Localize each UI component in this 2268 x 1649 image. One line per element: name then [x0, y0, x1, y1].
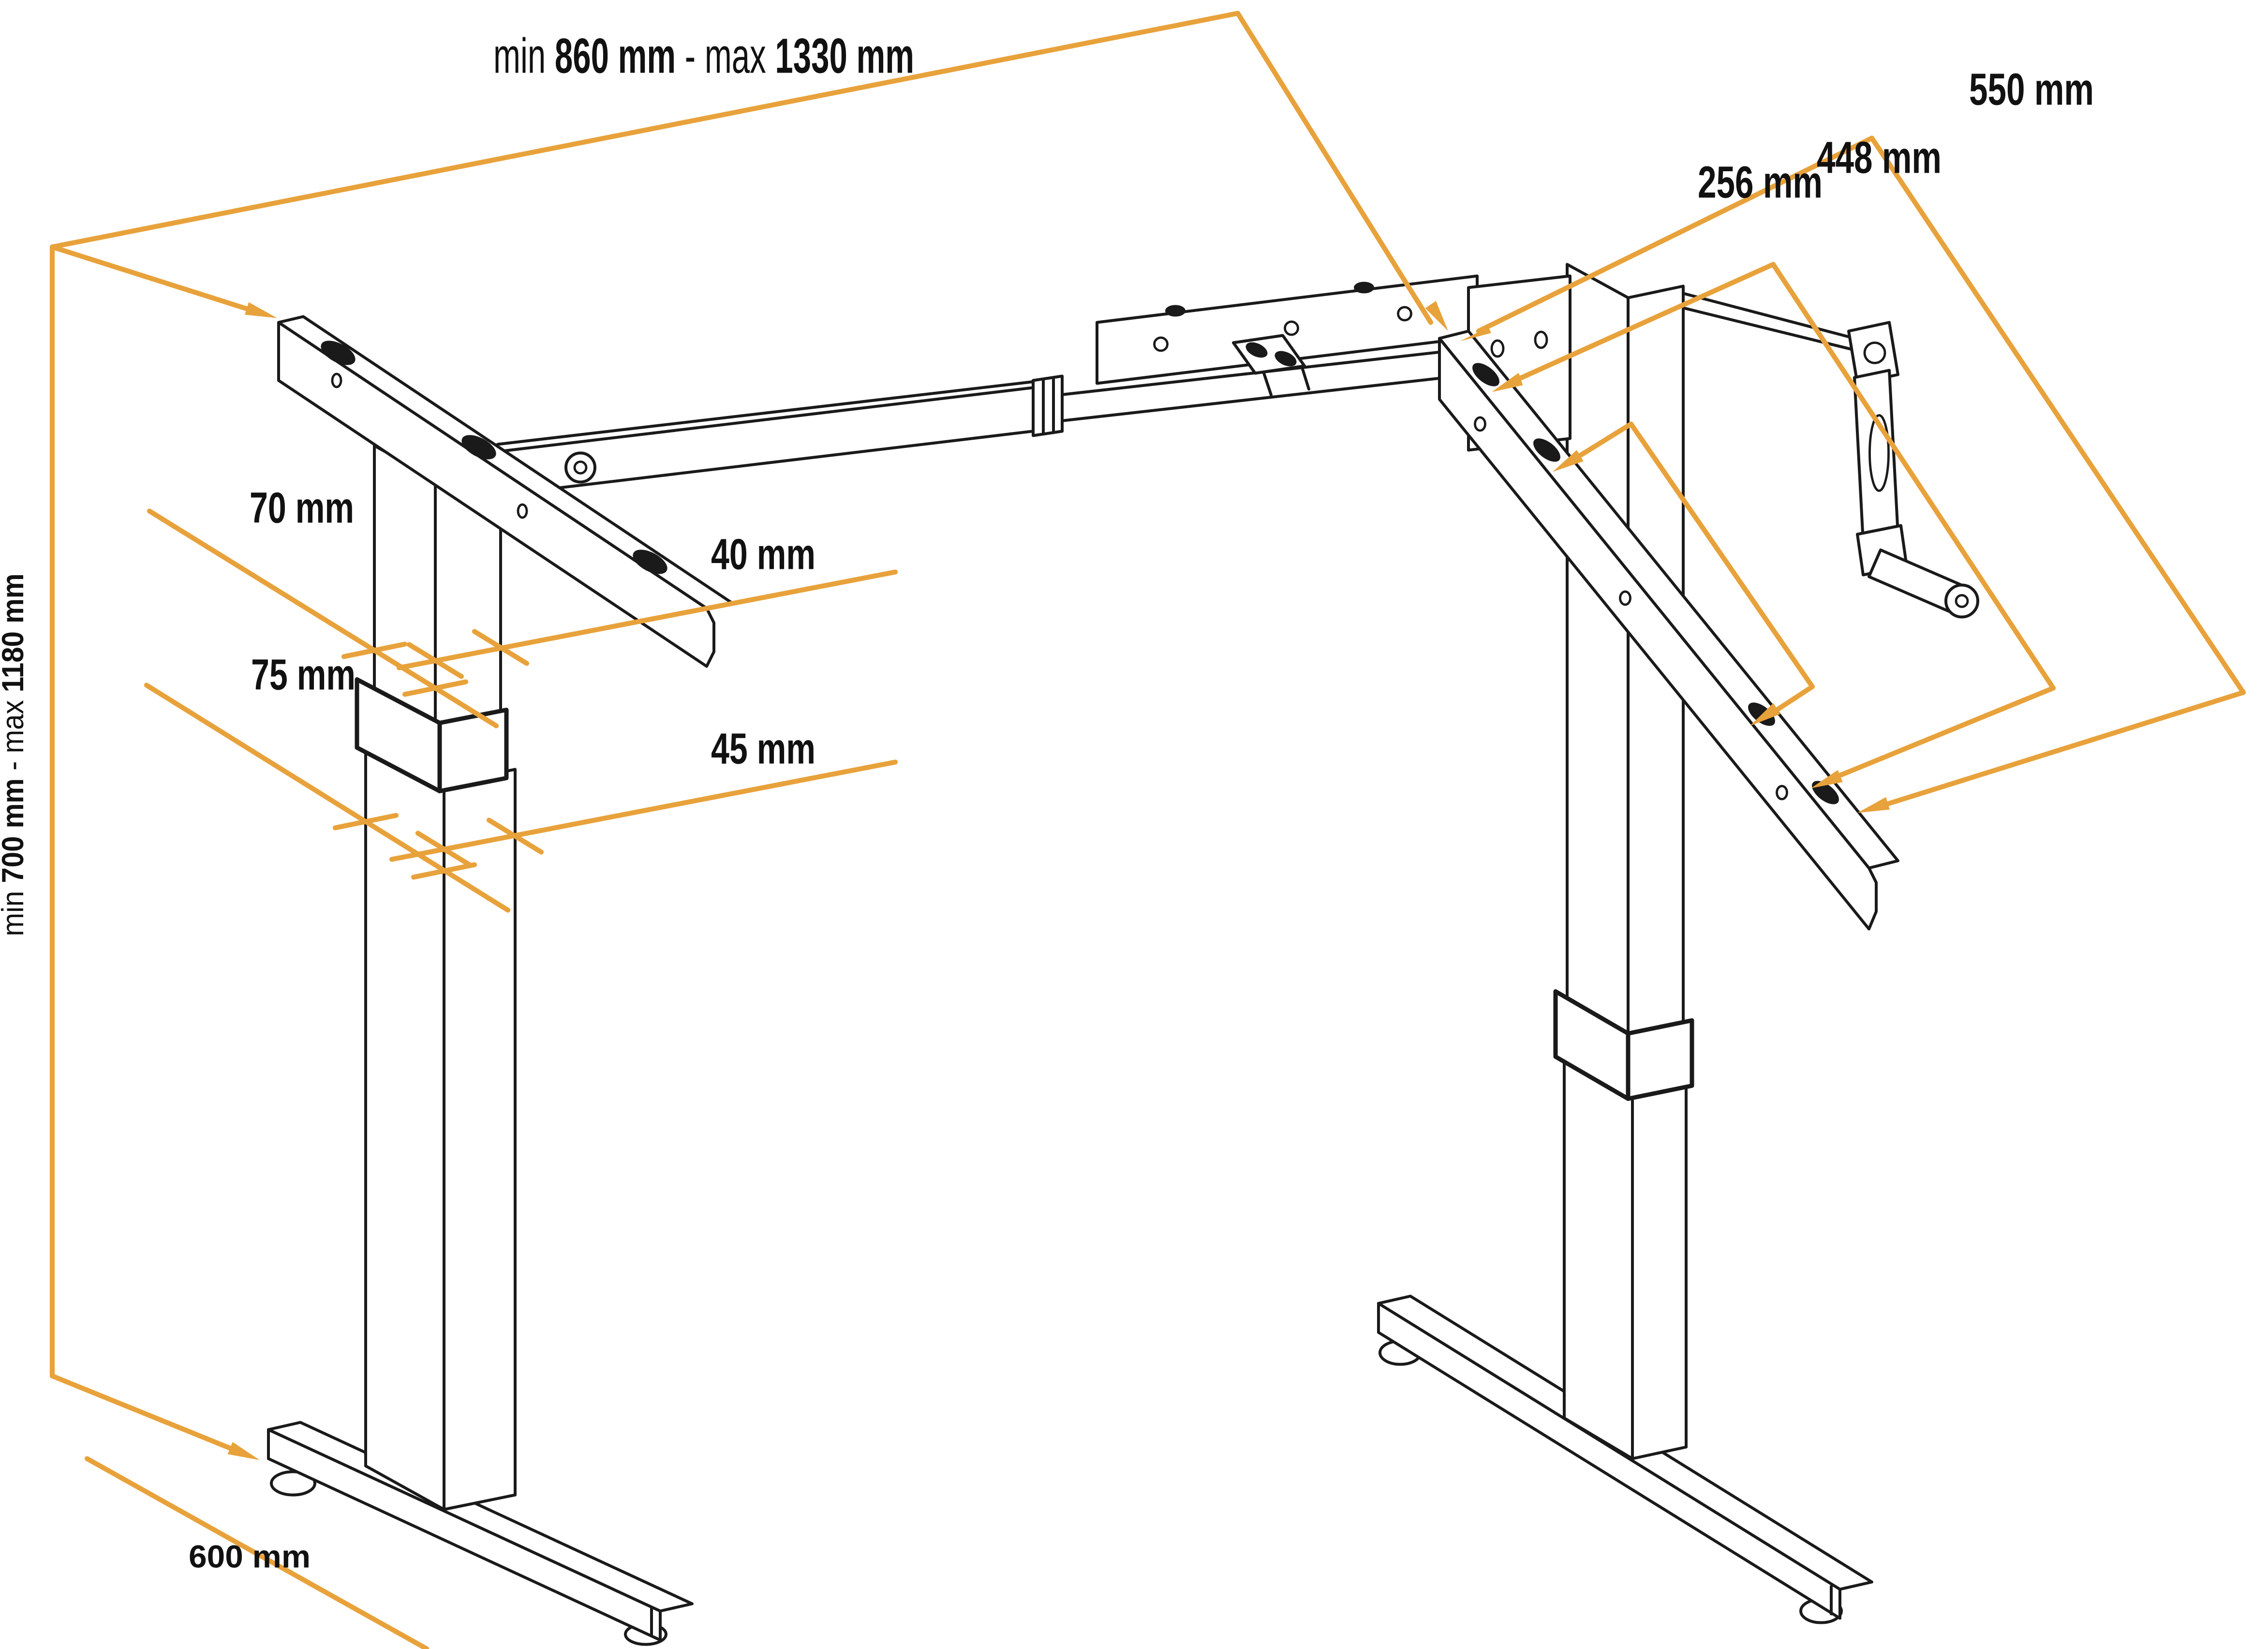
tick	[415, 831, 473, 868]
dimension-hole-spacing-inner	[1553, 421, 1815, 726]
foot-dimension-line-rear	[49, 1373, 241, 1454]
dimension-lower-column-depth	[389, 759, 898, 868]
gearbox-hole	[1534, 330, 1548, 349]
left-bracket-pad	[321, 341, 356, 365]
center-plate-hole	[1284, 320, 1299, 336]
left-bracket-pad	[461, 435, 496, 460]
right-leg	[1553, 263, 1694, 1460]
tab-stem	[1300, 364, 1310, 391]
crank-grip-endcap-hub	[1955, 594, 1969, 608]
label-70mm: 70 mm	[250, 484, 354, 533]
tick	[332, 813, 399, 831]
crank-pivot-hole	[1863, 342, 1886, 364]
width-extension-left	[49, 244, 258, 314]
left-top-bracket	[277, 315, 733, 668]
foot-dimension-line-front	[84, 1456, 430, 1649]
dim-line-256	[1628, 421, 1815, 689]
dimension-upper-column-depth	[396, 569, 898, 679]
right-bracket-hole	[1776, 785, 1788, 801]
label-45mm: 45 mm	[711, 725, 815, 773]
center-plate-hole	[1397, 306, 1412, 322]
tick	[402, 679, 469, 697]
arrowhead	[227, 1442, 260, 1460]
crank-shaft-bottom	[1682, 306, 1862, 353]
left-joint-pulley-hub	[573, 461, 588, 475]
ext-448-front	[1827, 685, 2056, 782]
label-75mm: 75 mm	[251, 651, 356, 699]
center-plate-pad	[1165, 305, 1186, 317]
tick	[406, 642, 464, 679]
dimension-bracket-length	[1460, 135, 2246, 813]
crossbar-clamp	[1032, 374, 1064, 437]
gearbox-hole	[1490, 339, 1505, 358]
label-600mm: 600 mm	[189, 1539, 311, 1575]
right-top-bracket	[1438, 329, 1899, 931]
dimension-lower-column-width	[144, 683, 511, 913]
center-plate-hole	[1153, 336, 1169, 352]
width-extension-right	[1235, 11, 1434, 325]
arrowhead	[1750, 703, 1780, 726]
label-40mm: 40 mm	[711, 531, 815, 579]
dimension-width-range	[49, 11, 1448, 331]
dimension-foot-length	[49, 1373, 430, 1649]
tick	[411, 862, 477, 880]
left-telescope-collar-right	[437, 708, 509, 793]
left-lower-column-right-face	[443, 768, 517, 1511]
arrowhead	[245, 302, 277, 318]
dim-line-45	[389, 759, 898, 862]
dimension-upper-column-width	[147, 508, 499, 728]
arrowhead	[1857, 797, 1890, 813]
dim-line-40	[396, 569, 898, 670]
center-plate-pad	[1354, 282, 1374, 294]
label-width-range: min 860 mm - max 1330 mm	[493, 29, 914, 84]
crank-shaft-top	[1682, 292, 1862, 342]
left-leg	[355, 444, 517, 1511]
right-lower-column-right-face	[1631, 1078, 1688, 1460]
tick	[341, 641, 408, 659]
tick	[486, 817, 544, 855]
left-foot-rear-glide	[270, 1470, 316, 1497]
right-lower-column-left-face	[1563, 1049, 1634, 1460]
tab-stem	[1262, 371, 1273, 397]
ext-550-front	[1879, 690, 2246, 808]
dim-line-70	[147, 508, 499, 728]
arrowhead	[1492, 372, 1523, 392]
right-upper-column-left-face	[1566, 263, 1630, 1044]
arrowhead	[1425, 301, 1448, 331]
dim-line-448	[1770, 262, 2056, 691]
label-256mm: 256 mm	[1698, 157, 1823, 208]
ext-256-rear	[1567, 421, 1634, 464]
crossbar-outer-tube-edge	[485, 385, 1046, 455]
ext-448-rear	[1509, 262, 1776, 385]
right-bracket-screw	[1533, 438, 1560, 462]
right-bracket-screw	[1748, 702, 1775, 726]
crossbar	[485, 274, 1479, 498]
crank-handle	[1682, 292, 1979, 619]
tab-pad	[1275, 351, 1297, 367]
arrowhead	[1553, 450, 1584, 472]
right-telescope-collar-right	[1626, 1018, 1694, 1101]
dim-line-550	[1869, 135, 2246, 695]
left-bracket-pad	[633, 550, 667, 574]
arrowhead	[1460, 321, 1492, 342]
tab-pad	[1245, 342, 1268, 358]
label-height-range: min 700 mm - max 1180 mm	[0, 574, 30, 936]
right-bracket-screw	[1812, 781, 1839, 804]
width-dimension-line	[49, 11, 1241, 250]
label-550mm: 550 mm	[1969, 64, 2094, 115]
tick	[472, 629, 530, 666]
right-bracket-hole	[1619, 590, 1631, 606]
right-bracket-hole	[1474, 416, 1486, 432]
left-bracket-hole	[517, 503, 528, 519]
ext-550-rear	[1476, 135, 1875, 334]
right-bracket-screw	[1472, 363, 1499, 386]
label-448mm: 448 mm	[1817, 133, 1942, 183]
left-bracket-hole	[331, 372, 342, 388]
right-bracket-top-face	[1438, 329, 1899, 870]
